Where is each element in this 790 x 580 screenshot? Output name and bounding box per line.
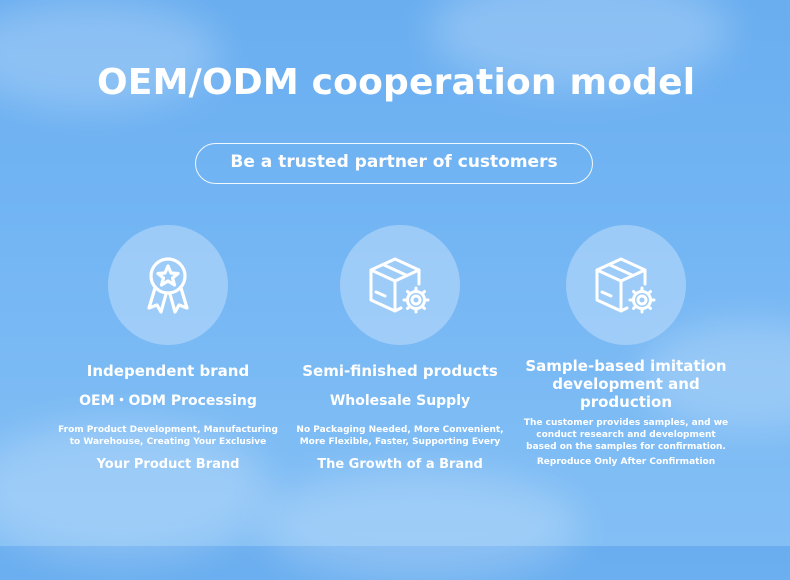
card-footer: Reproduce Only After Confirmation [536, 457, 716, 467]
card-sample-based: Sample-based imitation development and p… [506, 225, 746, 468]
card-title: Independent brand [86, 362, 250, 380]
card-desc-line: No Packaging Needed, More Convenient, [296, 425, 504, 435]
card-desc-line: conduct research and development [536, 430, 716, 440]
card-desc-line: From Product Development, Manufacturing [58, 425, 278, 435]
card-semi-finished: Semi-finished products Wholesale Supply … [280, 225, 520, 473]
card-footer: The Growth of a Brand [317, 457, 483, 472]
subtitle-pill: Be a trusted partner of customers [195, 143, 593, 184]
card-title: production [579, 393, 673, 411]
card-title: development and [552, 375, 700, 393]
card-independent-brand: Independent brand OEM・ODM Processing Fro… [48, 225, 288, 473]
box-gear-icon [595, 257, 656, 314]
icon-circle [340, 225, 460, 345]
subtitle-text: Be a trusted partner of customers [230, 152, 558, 172]
card-desc-line: More Flexible, Faster, Supporting Every [299, 437, 501, 447]
box-gear-icon [369, 257, 430, 314]
icon-circle [566, 225, 686, 345]
card-subtitle: Wholesale Supply [329, 393, 471, 409]
card-desc-line: The customer provides samples, and we [523, 418, 729, 428]
card-footer: Your Product Brand [96, 457, 240, 472]
page-title: OEM/ODM cooperation model [97, 62, 696, 103]
card-title: Sample-based imitation [525, 357, 727, 375]
card-title: Semi-finished products [302, 362, 498, 380]
card-desc-line: based on the samples for confirmation. [526, 442, 726, 452]
icon-circle [108, 225, 228, 345]
card-desc-line: to Warehouse, Creating Your Exclusive [69, 437, 267, 447]
card-subtitle: OEM・ODM Processing [79, 393, 257, 409]
award-ribbon-icon [147, 257, 189, 314]
